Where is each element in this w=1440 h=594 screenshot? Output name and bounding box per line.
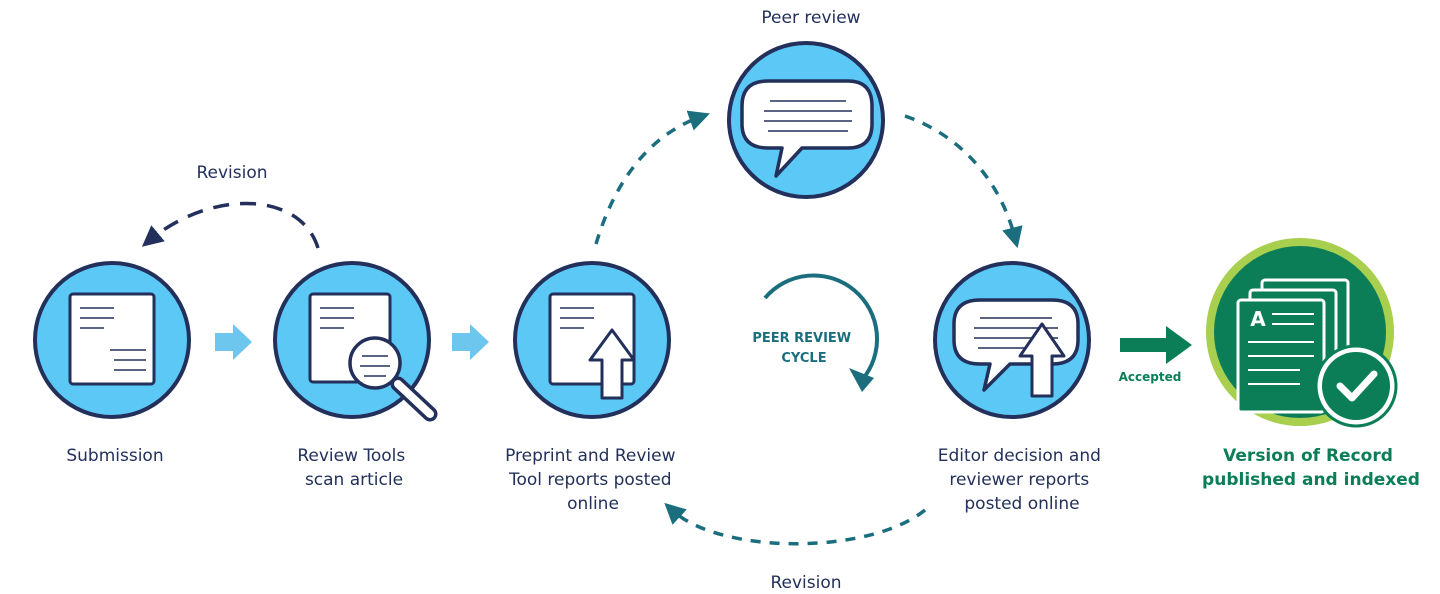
- version-of-record-stage: A: [1206, 238, 1398, 428]
- review-tools-stage: [273, 261, 438, 422]
- submission-label: Submission: [66, 446, 163, 466]
- speech-bubble-icon: [740, 79, 874, 178]
- peer-review-cycle-label: PEER REVIEW CYCLE: [752, 331, 855, 366]
- peer-review-stage: [727, 41, 885, 199]
- preprint-stage: [513, 261, 671, 419]
- review-tools-label: Review Tools scan article: [297, 446, 410, 490]
- accepted-arrow: [1120, 326, 1192, 364]
- accepted-label: Accepted: [1119, 370, 1182, 384]
- to-peer-review-arrow: [594, 110, 710, 245]
- peer-review-label: Peer review: [761, 8, 860, 28]
- submission-stage: [33, 261, 191, 419]
- arrow-review-tools-to-preprint: [452, 324, 489, 360]
- version-of-record-label: Version of Record published and indexed: [1202, 446, 1420, 490]
- preprint-label: Preprint and Review Tool reports posted …: [505, 446, 681, 514]
- editor-decision-label: Editor decision and reviewer reports pos…: [938, 446, 1107, 514]
- revision-label-top: Revision: [196, 163, 267, 183]
- to-editor-decision-arrow: [904, 114, 1023, 249]
- speech-bubble-upload-icon: [952, 298, 1080, 398]
- circular-arrow-icon: [763, 273, 880, 392]
- arrow-submission-to-review-tools: [215, 324, 252, 360]
- upload-document-icon: [548, 292, 636, 400]
- magnifier-document-icon: [308, 292, 438, 422]
- svg-text:A: A: [1250, 307, 1266, 331]
- published-document-check-icon: A: [1236, 278, 1398, 428]
- revision-label-bottom: Revision: [770, 573, 841, 593]
- revision-arrow-bottom: [664, 502, 927, 546]
- revision-arrow-top: [141, 201, 320, 249]
- editor-decision-stage: [933, 261, 1091, 419]
- document-icon: [68, 292, 156, 386]
